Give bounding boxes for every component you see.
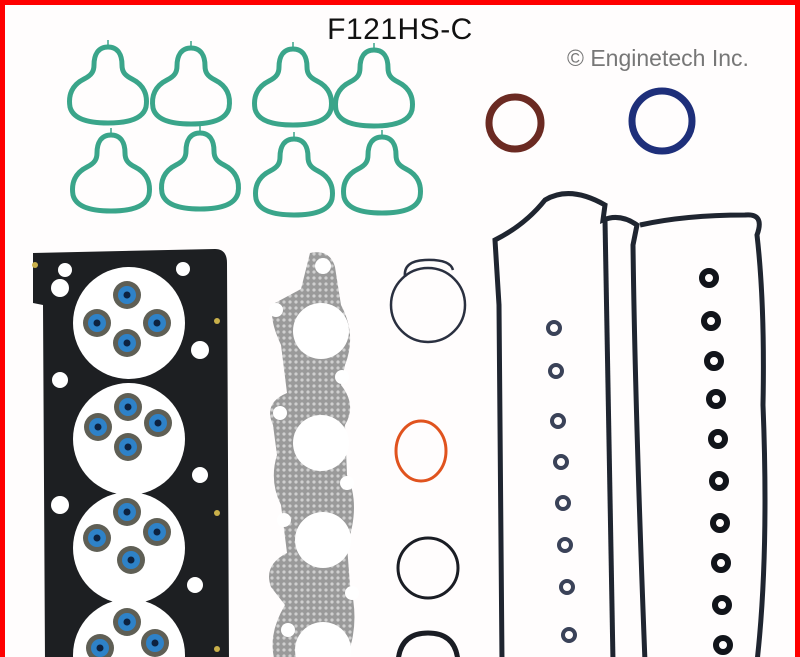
spark-plug-seals-large bbox=[699, 268, 733, 655]
throttle-body-gasket bbox=[389, 258, 467, 344]
gasket-kit-illustration bbox=[32, 5, 768, 657]
valve-cover-gaskets bbox=[492, 191, 768, 657]
orange-o-ring bbox=[394, 419, 448, 483]
exhaust-manifold-gasket bbox=[269, 252, 359, 657]
part-number-title: F121HS-C bbox=[327, 13, 473, 46]
intake-manifold-gaskets bbox=[70, 40, 421, 215]
front-crankshaft-seal bbox=[485, 93, 545, 153]
rear-crankshaft-seal bbox=[628, 87, 696, 155]
spark-plug-seals-small bbox=[546, 320, 577, 643]
copyright-notice: © Enginetech Inc. bbox=[567, 45, 749, 71]
black-o-ring-2 bbox=[396, 630, 460, 657]
black-o-ring bbox=[396, 536, 460, 600]
